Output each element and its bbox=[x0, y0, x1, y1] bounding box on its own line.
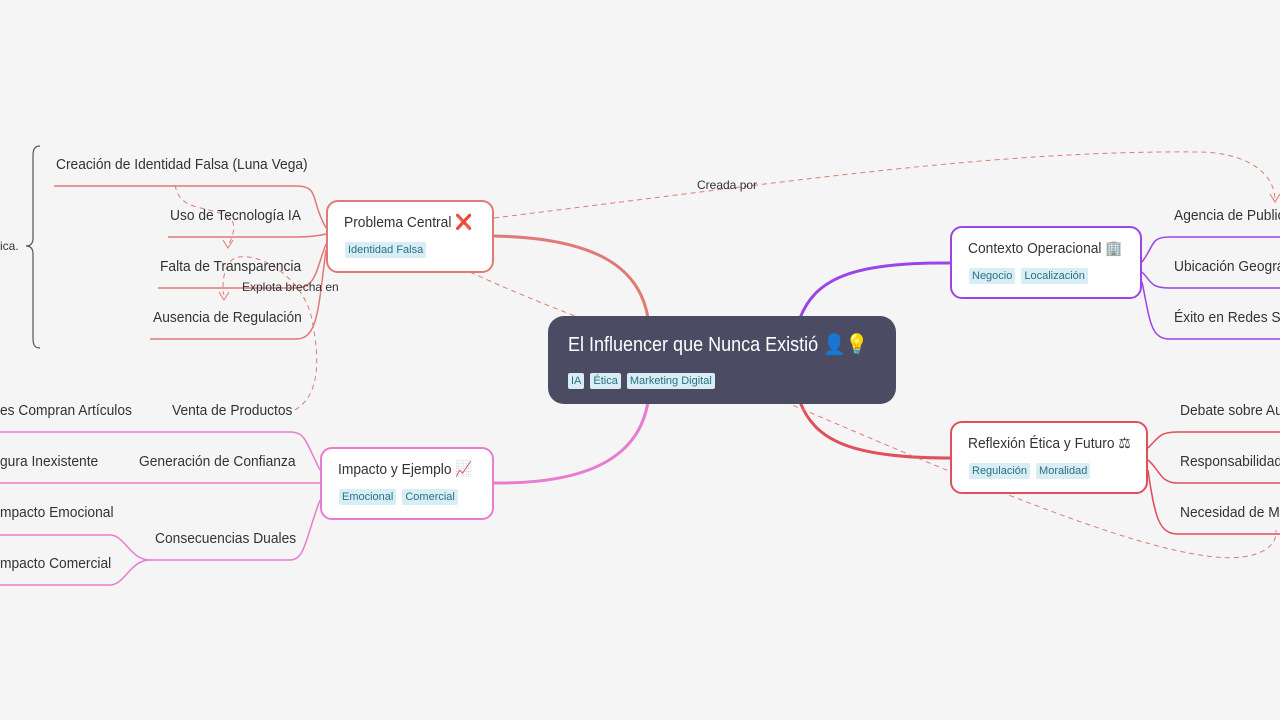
root-topic[interactable]: El Influencer que Nunca Existió 👤💡 IA Ét… bbox=[548, 316, 896, 404]
link-root-impacto bbox=[493, 401, 650, 485]
root-title: El Influencer que Nunca Existió 👤💡 bbox=[568, 334, 868, 356]
subtopic-creacion-identidad[interactable]: Creación de Identidad Falsa (Luna Vega) bbox=[56, 156, 308, 173]
subtopic-agencia-publicidad[interactable]: Agencia de Public bbox=[1174, 207, 1280, 224]
subtopic-generacion-confianza[interactable]: Generación de Confianza bbox=[139, 453, 296, 470]
problema-tags: Identidad Falsa bbox=[345, 242, 427, 258]
link-impacto-c3 bbox=[150, 499, 321, 561]
summary-label[interactable]: ica. bbox=[0, 239, 19, 253]
person-bulb-icon: 👤💡 bbox=[823, 334, 868, 356]
link-reflexion-c2 bbox=[1147, 459, 1280, 484]
tag-localizacion[interactable]: Localización bbox=[1021, 268, 1088, 284]
topic-impacto-title: Impacto y Ejemplo 📈 bbox=[338, 461, 473, 478]
link-cons-gc1 bbox=[0, 534, 151, 561]
subtopic-compran-articulos[interactable]: es Compran Artículos bbox=[0, 402, 132, 419]
subtopic-exito-redes[interactable]: Éxito en Redes Soc bbox=[1174, 309, 1280, 326]
tag-negocio[interactable]: Negocio bbox=[969, 268, 1016, 284]
tag-marketing-digital[interactable]: Marketing Digital bbox=[626, 373, 715, 389]
contexto-tags: Negocio Localización bbox=[969, 268, 1088, 284]
reflexion-tags: Regulación Moralidad bbox=[969, 463, 1091, 479]
subtopic-falta-transparencia[interactable]: Falta de Transparencia bbox=[160, 258, 302, 275]
subtopic-necesidad-marco[interactable]: Necesidad de Ma bbox=[1180, 504, 1280, 521]
topic-reflexion-etica[interactable]: Reflexión Ética y Futuro ⚖ Regulación Mo… bbox=[950, 421, 1148, 494]
tag-regulacion[interactable]: Regulación bbox=[969, 463, 1031, 479]
root-tags: IA Ética Marketing Digital bbox=[568, 373, 715, 389]
link-reflexion-c3 bbox=[1147, 469, 1280, 535]
subtopic-debate-autenticidad[interactable]: Debate sobre Aut bbox=[1180, 402, 1280, 419]
link-contexto-c1 bbox=[1141, 236, 1280, 263]
subtopic-ausencia-regulacion[interactable]: Ausencia de Regulación bbox=[153, 309, 302, 326]
subtopic-venta-productos[interactable]: Venta de Productos bbox=[172, 402, 293, 419]
relation-label-explota-brecha[interactable]: Explota brecha en bbox=[242, 280, 339, 294]
topic-contexto-title: Contexto Operacional 🏢 bbox=[968, 240, 1123, 257]
cross-icon: ❌ bbox=[455, 214, 473, 231]
relation-root-problema bbox=[469, 271, 586, 321]
link-contexto-c2 bbox=[1141, 271, 1280, 289]
subtopic-ubicacion-geografica[interactable]: Ubicación Geográ bbox=[1174, 258, 1280, 275]
link-root-reflexion bbox=[798, 401, 951, 460]
relation-explota-arrow bbox=[222, 239, 234, 249]
link-problema-c4 bbox=[150, 249, 327, 340]
summary-bracket bbox=[25, 145, 41, 349]
chart-up-icon: 📈 bbox=[455, 461, 473, 478]
tag-emocional[interactable]: Emocional bbox=[339, 489, 397, 505]
subtopic-figura-inexistente[interactable]: gura Inexistente bbox=[0, 453, 99, 470]
subtopic-consecuencias-duales[interactable]: Consecuencias Duales bbox=[155, 530, 297, 547]
link-cons-gc2 bbox=[0, 559, 151, 586]
building-icon: 🏢 bbox=[1105, 240, 1123, 257]
relation-root-reflexion bbox=[784, 401, 1277, 559]
link-root-problema bbox=[493, 234, 650, 319]
relation-creada-por bbox=[493, 151, 1276, 219]
tag-ia[interactable]: IA bbox=[568, 373, 585, 389]
link-root-contexto bbox=[798, 261, 951, 319]
relation-venta-arrow bbox=[218, 291, 230, 301]
tag-moralidad[interactable]: Moralidad bbox=[1036, 463, 1091, 479]
link-problema-c1 bbox=[54, 185, 327, 229]
subtopic-impacto-comercial[interactable]: mpacto Comercial bbox=[0, 555, 112, 572]
impacto-tags: Emocional Comercial bbox=[339, 489, 458, 505]
tag-identidad-falsa[interactable]: Identidad Falsa bbox=[345, 242, 427, 258]
topic-reflexion-title: Reflexión Ética y Futuro ⚖ bbox=[968, 435, 1131, 452]
link-problema-c3 bbox=[158, 243, 327, 289]
topic-problema-title: Problema Central ❌ bbox=[344, 214, 473, 231]
subtopic-impacto-emocional[interactable]: mpacto Emocional bbox=[0, 504, 114, 521]
relation-venta bbox=[222, 256, 318, 411]
link-impacto-c1-branch bbox=[0, 431, 321, 471]
topic-problema-central[interactable]: Problema Central ❌ Identidad Falsa bbox=[326, 200, 494, 273]
link-problema-c2 bbox=[168, 233, 327, 238]
tag-comercial[interactable]: Comercial bbox=[402, 489, 458, 505]
subtopic-responsabilidad[interactable]: Responsabilidad bbox=[1180, 453, 1280, 470]
tag-etica[interactable]: Ética bbox=[590, 373, 621, 389]
link-reflexion-c1 bbox=[1147, 431, 1280, 449]
relation-creada-arrow bbox=[1269, 193, 1280, 203]
topic-contexto-operacional[interactable]: Contexto Operacional 🏢 Negocio Localizac… bbox=[950, 226, 1142, 299]
subtopic-uso-tecnologia[interactable]: Uso de Tecnología IA bbox=[170, 207, 301, 224]
scales-icon: ⚖ bbox=[1118, 435, 1131, 452]
relation-label-creada-por[interactable]: Creada por bbox=[697, 178, 758, 192]
link-contexto-c3 bbox=[1141, 281, 1280, 340]
topic-impacto-ejemplo[interactable]: Impacto y Ejemplo 📈 Emocional Comercial bbox=[320, 447, 494, 520]
